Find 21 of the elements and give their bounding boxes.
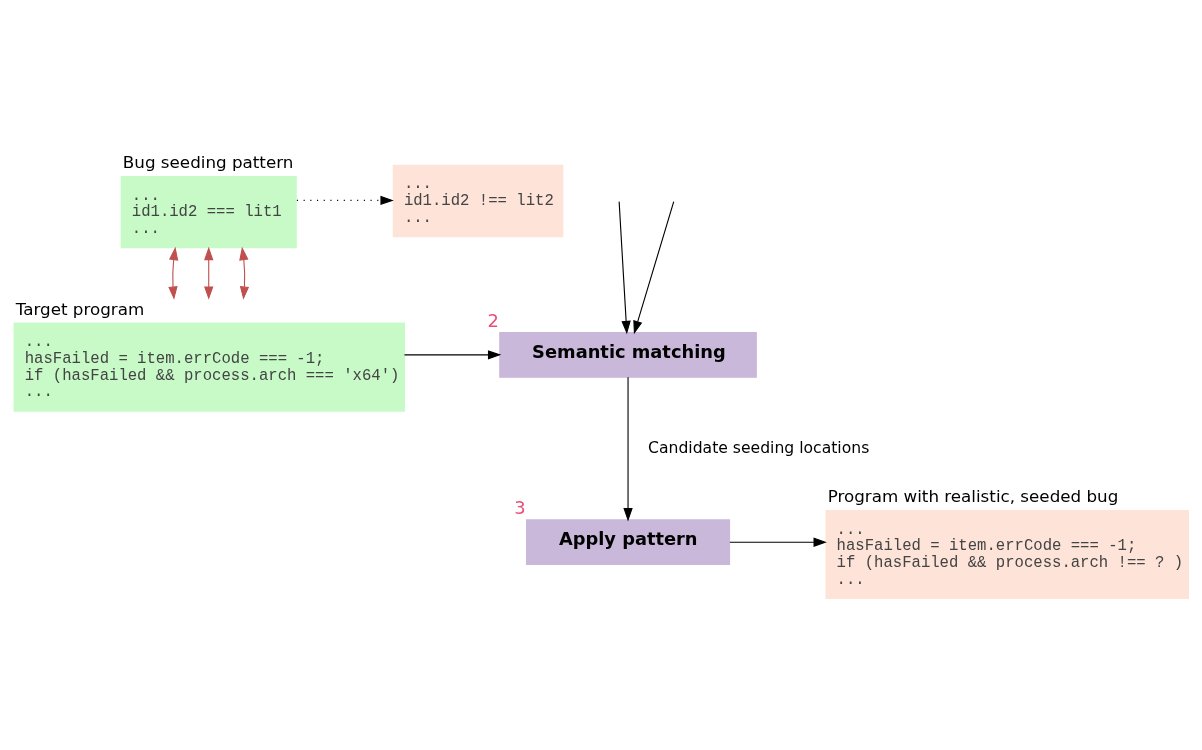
arrow bbox=[204, 246, 214, 300]
node-box: ... hasFailed = item.errCode === -1; if (hasFailed && process.arch !== ? ) ... bbox=[825, 509, 1189, 599]
arrow bbox=[239, 246, 250, 300]
arrow bbox=[168, 246, 179, 300]
arrow bbox=[623, 376, 633, 522]
node-box: ... id1.id2 === lit1 ... bbox=[120, 175, 297, 248]
node-label: Program with realistic, seeded bug bbox=[827, 485, 1119, 506]
arrow bbox=[729, 537, 827, 547]
node-label: Bug seeding pattern bbox=[122, 151, 294, 172]
arrow bbox=[403, 349, 502, 360]
node-box: ... hasFailed = item.errCode === -1; if (hasFailed && process.arch === 'x64') ... bbox=[13, 322, 405, 412]
node-box: ... id1.id2 !== lit2 ... bbox=[392, 164, 564, 237]
edge-label: Candidate seeding locations bbox=[648, 438, 870, 457]
node-box: Apply pattern bbox=[526, 518, 731, 565]
node-label: 3 bbox=[514, 496, 526, 518]
arrow bbox=[633, 200, 675, 334]
node-box: Semantic matching bbox=[499, 331, 757, 378]
arrow bbox=[296, 195, 394, 205]
arrow bbox=[618, 200, 631, 334]
node-label: 2 bbox=[487, 309, 499, 331]
node-label: Target program bbox=[15, 298, 145, 319]
